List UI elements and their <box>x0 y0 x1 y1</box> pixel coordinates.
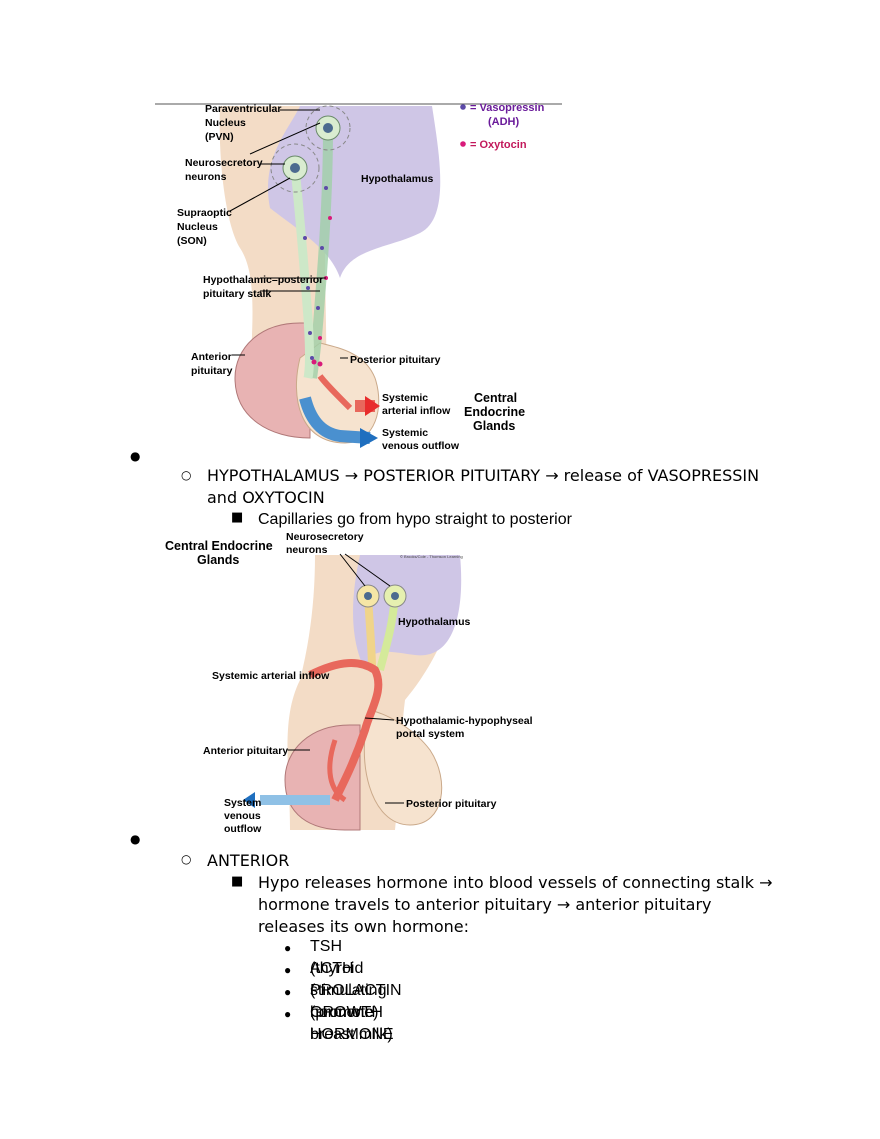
label-hypothalamus: Hypothalamus <box>361 173 434 185</box>
label-venous-1: Systemic <box>382 427 428 439</box>
label-neurosecretory-2: neurons <box>286 544 328 556</box>
label-pvn-3: (PVN) <box>205 131 234 143</box>
bullet-disc-icon: ● <box>284 963 292 977</box>
copyright-note: © Brooks/Cole - Thomson Learning <box>400 554 463 559</box>
hormone-acth: ACTH ( <box>310 960 354 999</box>
label-neurosecretory-1: Neurosecretory <box>185 157 263 169</box>
label-anterior-1: Anterior <box>191 351 232 363</box>
bullet-circle-icon: ○ <box>181 852 192 866</box>
label-son-3: (SON) <box>177 235 207 247</box>
label-stalk-2: pituitary stalk <box>203 288 271 300</box>
label-son-1: Supraoptic <box>177 207 232 219</box>
label-pvn-1: Paraventricular <box>205 103 281 115</box>
label-central-2: Endocrine <box>464 405 525 419</box>
bullet-disc-icon: ● <box>130 832 141 846</box>
label-portal-1: Hypothalamic-hypophyseal <box>396 715 533 727</box>
vasopressin-dot-icon <box>460 104 466 110</box>
label-neurosecretory-1: Neurosecretory <box>286 531 364 543</box>
label-anterior: Anterior pituitary <box>203 745 288 757</box>
label-pvn-2: Nucleus <box>205 117 246 129</box>
legend-oxytocin: = Oxytocin <box>470 139 527 151</box>
label-neurosecretory-2: neurons <box>185 171 227 183</box>
line-1: HYPOTHALAMUS → POSTERIOR PITUITARY → rel… <box>207 466 760 485</box>
label-central-3: Glands <box>473 419 515 433</box>
bullet-square-icon: ■ <box>231 874 244 889</box>
hormone-growth: GROWTH HORMONE <box>310 1004 394 1043</box>
line-2: and OXYTOCIN <box>207 488 325 507</box>
hypothalamus-posterior-text: HYPOTHALAMUS → POSTERIOR PITUITARY → rel… <box>207 465 827 509</box>
label-son-2: Nucleus <box>177 221 218 233</box>
bullet-disc-icon: ● <box>284 1007 292 1021</box>
label-central-2: Glands <box>197 553 239 567</box>
label-portal-2: portal system <box>396 728 464 740</box>
label-arterial: Systemic arterial inflow <box>212 670 330 682</box>
figure-anterior-pituitary: Central Endocrine Glands Neurosecretory … <box>160 530 550 840</box>
label-stalk-1: Hypothalamic–posterior <box>203 274 323 286</box>
label-hypothalamus: Hypothalamus <box>398 616 471 628</box>
hypo-releases-text: Hypo releases hormone into blood vessels… <box>258 872 818 938</box>
label-central-1: Central Endocrine <box>165 539 273 553</box>
posterior-pituitary-diagram: Paraventricular Nucleus (PVN) Neurosecre… <box>155 102 562 452</box>
anterior-pituitary-diagram: Central Endocrine Glands Neurosecretory … <box>165 531 533 835</box>
hormone-tsh: TSH (thyroid stimulating hormone) <box>310 938 387 1021</box>
label-venous-2: venous <box>224 810 261 822</box>
label-posterior: Posterior pituitary <box>350 354 441 366</box>
line-3: releases its own hormone: <box>258 917 469 936</box>
hormone-prolactin: PROLACTIN (promote breast milk) <box>310 982 402 1043</box>
legend-vasopressin-2: (ADH) <box>488 116 519 128</box>
bullet-disc-icon: ● <box>284 985 292 999</box>
anterior-pituitary-shape <box>234 322 311 439</box>
label-venous-2: venous outflow <box>382 440 460 452</box>
label-posterior: Posterior pituitary <box>406 798 497 810</box>
hypothalamus-region <box>353 555 462 670</box>
legend-vasopressin-1: = Vasopressin <box>470 102 545 114</box>
capillaries-text: Capillaries go from hypo straight to pos… <box>258 511 572 528</box>
bullet-square-icon: ■ <box>231 510 244 525</box>
hypothalamus-region <box>267 106 441 278</box>
oxytocin-dot-icon <box>460 141 466 147</box>
bullet-disc-icon: ● <box>284 941 292 955</box>
posterior-pituitary-shape <box>363 709 443 826</box>
line-1: Hypo releases hormone into blood vessels… <box>258 873 773 892</box>
label-venous-1: System <box>224 797 261 809</box>
label-anterior-2: pituitary <box>191 365 233 377</box>
label-venous-3: outflow <box>224 823 262 835</box>
anterior-heading: ANTERIOR <box>207 851 290 870</box>
label-arterial-1: Systemic <box>382 392 428 404</box>
bullet-disc-icon: ● <box>130 449 141 463</box>
line-2: hormone travels to anterior pituitary → … <box>258 895 712 914</box>
label-central-1: Central <box>474 391 517 405</box>
bullet-circle-icon: ○ <box>181 468 192 482</box>
label-arterial-2: arterial inflow <box>382 405 451 417</box>
figure-posterior-pituitary: Paraventricular Nucleus (PVN) Neurosecre… <box>150 98 570 458</box>
